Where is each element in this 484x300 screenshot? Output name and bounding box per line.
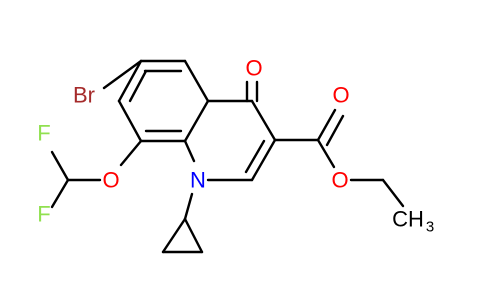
bond bbox=[119, 139, 143, 167]
methyl-subscript: 3 bbox=[426, 219, 434, 236]
bond bbox=[325, 114, 345, 147]
bond bbox=[244, 139, 266, 174]
nitrogen-atom: N bbox=[190, 168, 206, 193]
keto-oxygen-atom: O bbox=[245, 56, 262, 81]
bond bbox=[250, 138, 277, 182]
bond bbox=[117, 59, 143, 103]
bond bbox=[128, 69, 148, 103]
bromine-atom: Br bbox=[73, 83, 95, 108]
fluorine-atom-top: F bbox=[37, 121, 50, 146]
bond bbox=[50, 150, 70, 182]
bond bbox=[316, 138, 336, 169]
bond bbox=[250, 99, 277, 142]
fluorine-atom-bottom: F bbox=[37, 202, 50, 227]
bond bbox=[381, 178, 405, 208]
atom-layer: Br O O O O F F N CH 3 bbox=[37, 56, 434, 236]
bond bbox=[102, 59, 143, 90]
bond bbox=[183, 99, 210, 143]
bond bbox=[50, 178, 70, 209]
methyl-group-label: CH bbox=[392, 207, 424, 232]
bond bbox=[183, 59, 210, 103]
bond bbox=[183, 217, 204, 254]
ester-oxygen-atom: O bbox=[331, 168, 348, 193]
bond bbox=[183, 192, 194, 221]
bond bbox=[183, 139, 196, 163]
bond bbox=[117, 99, 143, 143]
carbonyl-oxygen-atom: O bbox=[332, 83, 349, 108]
ether-oxygen-atom: O bbox=[102, 168, 119, 193]
bond bbox=[316, 108, 337, 142]
bond-layer bbox=[50, 59, 405, 254]
bond bbox=[161, 217, 187, 254]
